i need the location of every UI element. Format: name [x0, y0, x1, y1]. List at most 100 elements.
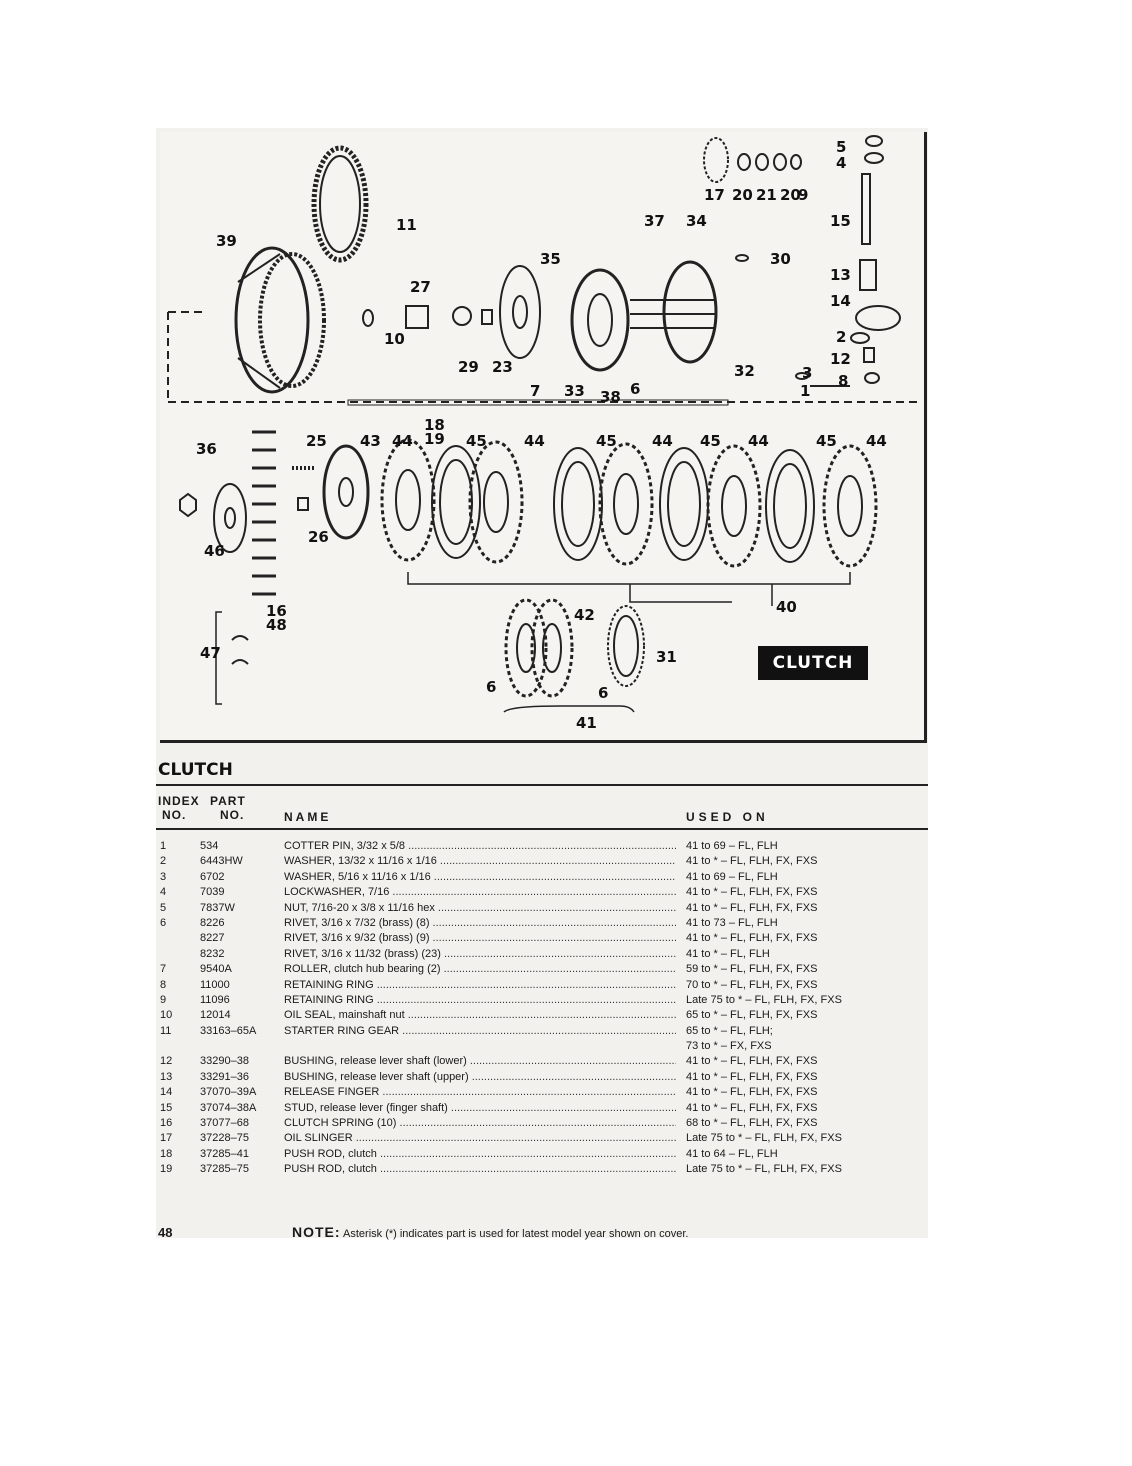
clutch-drum — [234, 246, 310, 394]
callout-number: 20 — [732, 186, 753, 204]
callout-number: 21 — [756, 186, 777, 204]
part-name-cell: NUT, 7/16-20 x 3/8 x 11/16 hex — [284, 902, 676, 914]
index-cell: 7 — [160, 963, 167, 976]
release-finger — [855, 305, 901, 331]
index-cell: 6 — [160, 916, 167, 929]
part-header-line1: PART — [210, 794, 246, 808]
callout-number: 30 — [770, 250, 791, 268]
part-name-cell: WASHER, 5/16 x 11/16 x 1/16 — [284, 871, 676, 883]
index-cell: 12 — [160, 1055, 173, 1068]
part-name-cell: BUSHING, release lever shaft (lower) — [284, 1055, 676, 1067]
callout-number: 23 — [492, 358, 513, 376]
callout-number: 18 — [424, 416, 445, 434]
used-on-cell: Late 75 to * – FL, FLH, FX, FXS — [686, 1132, 842, 1145]
used-on-cell: 41 to * – FL, FLH, FX, FXS — [686, 901, 818, 914]
used-on-cell: 41 to * – FL, FLH, FX, FXS — [686, 1101, 818, 1114]
used-on-cell: 41 to 64 – FL, FLH — [686, 1147, 778, 1160]
callout-number: 15 — [830, 212, 851, 230]
part-number-cell: 33290–38 — [200, 1055, 249, 1068]
used-on-cell: 65 to * – FL, FLH; — [686, 1024, 773, 1037]
callout-number: 8 — [838, 372, 848, 390]
steel-disc — [765, 449, 815, 563]
callout-number: 4 — [836, 154, 846, 172]
part-name-cell: OIL SLINGER — [284, 1132, 676, 1144]
oil-slinger — [703, 137, 729, 183]
friction-disc — [468, 440, 524, 564]
clutch-hub — [570, 268, 630, 372]
callout-number: 14 — [830, 292, 851, 310]
footer-note: NOTE: Asterisk (*) indicates part is use… — [292, 1224, 688, 1240]
callout-number: 47 — [200, 644, 221, 662]
index-cell: 9 — [160, 993, 167, 1006]
callout-number: 10 — [384, 330, 405, 348]
spring-tension-plate — [322, 444, 370, 540]
callout-number: 3 — [802, 364, 812, 382]
part-number-cell: 11000 — [200, 978, 230, 991]
index-cell: 18 — [160, 1147, 173, 1160]
callout-number: 37 — [644, 212, 665, 230]
callout-number: 2 — [836, 328, 846, 346]
part-number-cell: 37285–41 — [200, 1147, 249, 1160]
part-number-cell: 33291–36 — [200, 1070, 249, 1083]
part-name-cell: CLUTCH SPRING (10) — [284, 1117, 676, 1129]
part-number-cell: 8227 — [200, 932, 225, 945]
note-label: NOTE: — [292, 1224, 341, 1240]
used-on-cell: 41 to 73 – FL, FLH — [686, 916, 778, 929]
spring-disc — [499, 265, 541, 359]
callout-number: 27 — [410, 278, 431, 296]
diagram-drawing: 5417202120915373430113913352714102923212… — [167, 135, 922, 732]
part-name-cell: RIVET, 3/16 x 11/32 (brass) (23) — [284, 948, 676, 960]
used-on-cell: 41 to * – FL, FLH, FX, FXS — [686, 1055, 818, 1068]
friction-disc — [822, 444, 878, 568]
part-name-cell: RIVET, 3/16 x 7/32 (brass) (8) — [284, 917, 676, 929]
lining-disc — [504, 598, 548, 698]
part-name-cell: WASHER, 13/32 x 11/16 x 1/16 — [284, 855, 676, 867]
lining-disc — [530, 598, 574, 698]
release-finger-stud — [861, 173, 871, 245]
column-header-used-on: USED ON — [686, 810, 769, 824]
lock-washer-tab — [452, 306, 472, 326]
spring-collar — [213, 483, 247, 553]
part-number-cell: 9540A — [200, 963, 232, 976]
part-name-cell: PUSH ROD, clutch — [284, 1163, 676, 1175]
callout-number: 44 — [748, 432, 769, 450]
index-cell: 16 — [160, 1117, 173, 1130]
callout-number: 31 — [656, 648, 677, 666]
friction-disc — [598, 442, 654, 566]
part-number-cell: 7039 — [200, 886, 225, 899]
used-on-cell: 73 to * – FX, FXS — [686, 1040, 772, 1053]
part-number-cell: 37070–39A — [200, 1086, 257, 1099]
callout-number: 45 — [466, 432, 487, 450]
callout-number: 25 — [306, 432, 327, 450]
callout-number: 44 — [866, 432, 887, 450]
used-on-cell: 68 to * – FL, FLH, FX, FXS — [686, 1117, 818, 1130]
part-name-cell: STUD, release lever (finger shaft) — [284, 1102, 676, 1114]
used-on-cell: 41 to * – FL, FLH, FX, FXS — [686, 1086, 818, 1099]
steel-disc — [431, 445, 481, 559]
mainshaft-nut — [405, 305, 429, 329]
part-name-cell: PUSH ROD, clutch — [284, 1148, 676, 1160]
title-rule — [156, 784, 928, 786]
header-rule — [156, 828, 928, 830]
index-cell: 14 — [160, 1086, 173, 1099]
callout-number: 6 — [598, 684, 608, 702]
friction-disc — [380, 438, 436, 562]
friction-disc — [706, 444, 762, 568]
callout-number: 42 — [574, 606, 595, 624]
callout-number: 17 — [704, 186, 725, 204]
callout-number: 5 — [836, 138, 846, 156]
callout-number: 9 — [798, 186, 808, 204]
used-on-cell: 59 to * – FL, FLH, FX, FXS — [686, 963, 818, 976]
index-cell: 10 — [160, 1009, 173, 1022]
used-on-cell: 41 to * – FL, FLH — [686, 947, 770, 960]
